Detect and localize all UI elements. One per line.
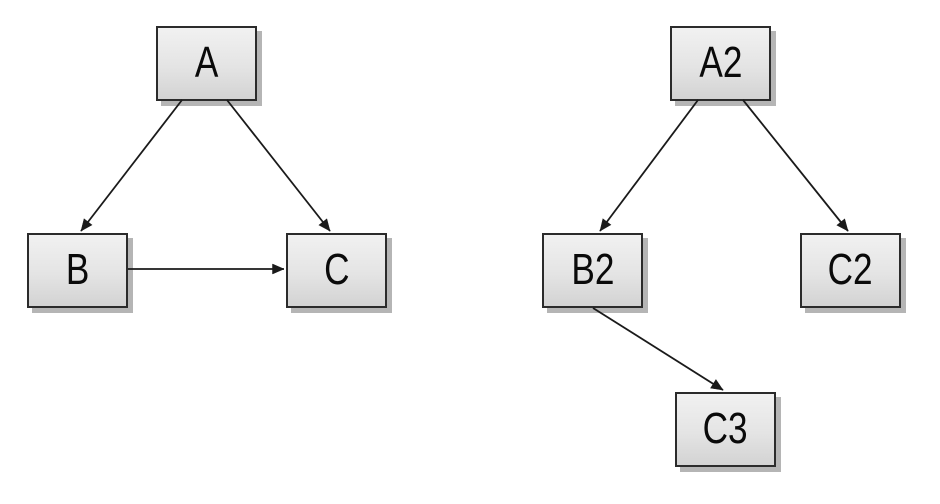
- edge-A-to-C: [226, 99, 331, 232]
- edge-A-to-B: [80, 99, 183, 232]
- node-B: B: [27, 233, 128, 308]
- node-C2-label: C2: [828, 244, 873, 294]
- node-B2: B2: [542, 233, 643, 308]
- edge-A2-to-B2: [599, 99, 699, 232]
- node-C: C: [286, 233, 387, 308]
- node-C3-label: C3: [703, 403, 748, 453]
- node-C3: C3: [675, 392, 776, 467]
- node-B2-label: B2: [570, 244, 615, 294]
- edge-A2-to-C2: [742, 99, 849, 232]
- node-A: A: [156, 26, 257, 101]
- node-A2-label: A2: [698, 37, 743, 87]
- node-A-label: A: [194, 37, 219, 87]
- node-B-label: B: [65, 244, 90, 294]
- node-C2: C2: [800, 233, 901, 308]
- node-A2: A2: [670, 26, 771, 101]
- node-C-label: C: [323, 244, 350, 294]
- edge-B2-to-C3: [592, 307, 724, 391]
